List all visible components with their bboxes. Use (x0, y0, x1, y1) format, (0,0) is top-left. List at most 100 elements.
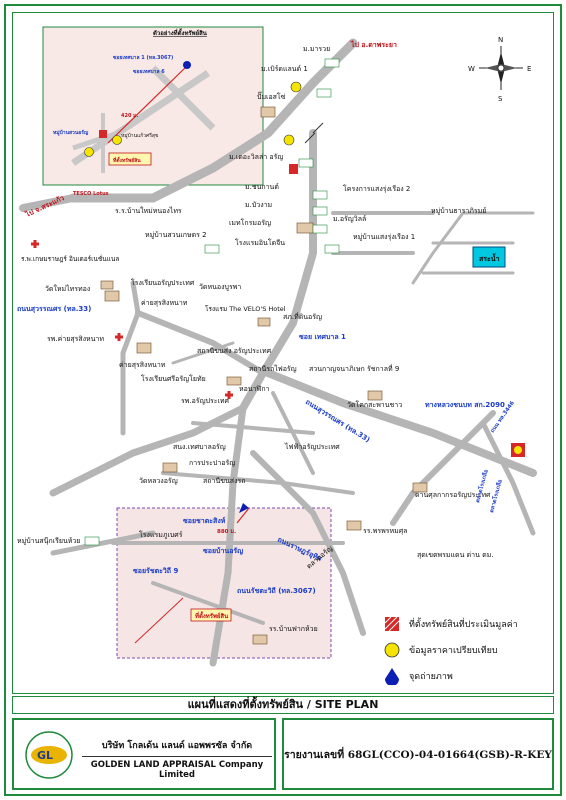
site-plan-map[interactable]: ตัวอย่างที่ตั้งทรัพย์สิน ซอยเทศบาล 1 (ทล… (12, 12, 554, 694)
inset-road-b: ซอยเทศบาล 6 (133, 69, 165, 75)
label-train-station: สถานีรถไฟอรัญ (249, 364, 297, 373)
label-pump: ปั๊มเอสโซ่ (257, 91, 286, 101)
road-network (19, 38, 537, 667)
label-site: ที่ตั้งทรัพย์สิน (195, 610, 229, 620)
report-number-block: รายงานเลขที่ 68GL(CCO)-04-01664(GSB)-R-K… (282, 718, 554, 790)
label-wat-nong: วัดหนองบูรพา (199, 283, 241, 291)
label-wat-mai: วัดใหม่ไทรทอง (45, 284, 90, 293)
legend-item-site: ที่ตั้งทรัพย์สินที่ประเมินมูลค่า (383, 615, 518, 633)
label-distance: 880 ม. (217, 528, 236, 535)
inset-title: ตัวอย่างที่ตั้งทรัพย์สิน (153, 27, 208, 37)
label-hosp-camp: รพ.ค่ายสุรสิงหนาท (47, 335, 104, 343)
label-soi-chat: ซอยชาตะสิงห์ (183, 516, 226, 525)
label-aranya-school: โรงเรียนอรัญประเทศ (131, 278, 195, 287)
label-bird-land: ม.เบิร์ดแลนด์ 1 (261, 65, 308, 73)
label-wat-luang: วัดหลวงอรัญ (139, 477, 178, 485)
label-gas: สถานีขนส่งรถ (203, 477, 246, 485)
comparable-marker-4[interactable] (290, 81, 302, 93)
legend-label-comparable: ข้อมูลราคาเปรียบเทียบ (409, 646, 498, 656)
label-velo-hotel: โรงแรม The VELO'S Hotel (205, 305, 286, 313)
label-soi-chatawithi: ซอยรัชตะวิถี 9 (133, 567, 178, 575)
label-soi-ban-aran: ซอยบ้านอรัญ (203, 546, 243, 555)
label-buangam: ม.บัวงาม (245, 201, 272, 209)
label-hotel-aran: โรงแรมภูเบศร์ (139, 530, 183, 539)
label-camp-sura-2: ค่ายสุรสิงหนาท (119, 361, 166, 369)
legend-item-comparable: ข้อมูลราคาเปรียบเทียบ (383, 641, 498, 659)
hospital-cross-camp (115, 333, 123, 341)
label-police: สภ.ที่ดินอรัญ (283, 312, 322, 321)
hospital-cross-kasem (31, 240, 39, 248)
site-label-box (190, 608, 232, 622)
label-thanon-chatawithi: ถนนรัชตะวิถี (ทล.3067) (237, 587, 316, 595)
label-aranyavilla: ม.อรัญวิลล์ (333, 215, 366, 223)
legend-label-photo: จุดถ่ายภาพ (409, 672, 453, 682)
inset-distance: 420 ม. (121, 113, 138, 119)
label-ban-mai-school: ร.ร.บ้านใหม่หนองไทร (115, 206, 182, 215)
label-thanon-suwannason: ถนนสุวรรณศร (ทล.33) (17, 305, 91, 313)
svg-text:GL: GL (37, 749, 53, 762)
label-park: สวนกาญจนาภิเษก รัชกาลที่ 9 (309, 364, 399, 373)
label-bus-station: สถานีขนส่ง อรัญประเทศ (197, 347, 272, 355)
comparable-circle-icon (384, 642, 400, 658)
legend-item-photo: จุดถ่ายภาพ (383, 667, 453, 685)
distance-line (134, 597, 184, 644)
compass-rose: N S E W (468, 36, 531, 103)
label-hotel-inter: โรงแรมอินโดจีน (235, 238, 285, 247)
label-electric: ไฟฟ้าอรัญประเทศ (284, 442, 340, 451)
border-marker-inner (514, 446, 522, 454)
map-caption: แผนที่แสดงที่ตั้งทรัพย์สิน / SITE PLAN (12, 696, 554, 714)
pool-box (472, 246, 506, 268)
company-block: GL บริษัท โกลเด้น แลนด์ แอพพรซัล จำกัด G… (12, 718, 276, 790)
label-saeng-1: หมู่บ้านแสงรุ่งเรือง 1 (353, 233, 415, 241)
building-icons (100, 106, 428, 645)
pool-label: สระน้ำ (479, 252, 500, 263)
inset-map: ตัวอย่างที่ตั้งทรัพย์สิน ซอยเทศบาล 1 (ทล… (42, 26, 264, 186)
photo-point-icon (385, 668, 399, 685)
label-thesaba-villa: ม.เดอะวิลล่า อรัญ (229, 153, 283, 161)
inset-site: ที่ตั้งทรัพย์สิน (113, 155, 141, 164)
inset-road-c: หมู่บ้านสวนอรัญ (53, 129, 89, 137)
compass-w: W (468, 65, 475, 73)
comparable-marker-3[interactable] (283, 134, 295, 146)
photo-point-marker[interactable] (239, 503, 249, 513)
compass-e: E (527, 65, 531, 73)
hospital-cross-aran (225, 391, 233, 399)
site-pointer (236, 507, 250, 524)
report-number: รายงานเลขที่ 68GL(CCO)-04-01664(GSB)-R-K… (284, 748, 552, 761)
site-marker-upper[interactable] (289, 164, 298, 174)
label-to-ta-phraya: ไป อ.ตาพระยา (350, 40, 397, 49)
label-kasem-hospital: ร.พ.เกษมราษฎร์ อินเตอร์เนชั่นแนล (21, 254, 119, 263)
label-camp-sura: ค่ายสุรสิงหนาท (141, 299, 188, 307)
company-name-th: บริษัท โกลเด้น แลนด์ แอพพรซัล จำกัด (101, 741, 253, 751)
inset-market: หมู่บ้านแก้วศรีสุข (121, 132, 158, 139)
site-marker-icon (384, 616, 400, 632)
label-soi-thesaba: ซอย เทศบาล 1 (299, 333, 346, 341)
company-name-en: GOLDEN LAND APPRAISAL Company Limited (82, 756, 272, 780)
label-metro: เมทโกรมอรัญ (229, 218, 271, 227)
railway-marks (304, 122, 324, 144)
label-ban-suan: หมู่บ้านสนุ๊กเรียนห้วย (17, 537, 80, 545)
label-suan-kaset: หมู่บ้านสวนเกษตร 2 (145, 231, 207, 239)
label-checkpoint: สุดเขตพรมแดน ด่าน ตม. (417, 551, 493, 559)
village-icons (84, 58, 340, 546)
label-school-sri: โรงเรียนศรีอรัญโยทัย (141, 374, 206, 383)
map-canvas[interactable]: ตัวอย่างที่ตั้งทรัพย์สิน ซอยเทศบาล 1 (ทล… (13, 13, 554, 694)
label-municipal: สนง.เทศบาลอรัญ (173, 443, 226, 451)
label-wat-khok: วัดโคกสะพานชาว (347, 400, 402, 409)
label-post: การประปาอรัญ (189, 459, 235, 467)
label-rong-rian-phrao: รร.พรพรหมศุล (363, 527, 407, 535)
compass-s: S (498, 95, 503, 103)
inset-road-a: ซอยเทศบาล 1 (ทล.3067) (113, 55, 173, 61)
label-project-saeng: โครงการแสงรุ่งเรือง 2 (343, 184, 410, 193)
page-frame (4, 4, 562, 796)
label-chonkan: ม.ชนกานต์ (245, 183, 279, 191)
label-clock: หอนาฬิกา (239, 385, 270, 393)
label-tesco: TESCO Lotus (73, 191, 109, 197)
label-school-ban: รร.บ้านฟากห้วย (269, 625, 318, 633)
map-legend: ที่ตั้งทรัพย์สินที่ประเมินมูลค่า ข้อมูลร… (373, 605, 553, 693)
compass-n: N (498, 36, 503, 44)
label-hospital-aran: รพ.อรัญประเทศ (181, 397, 229, 405)
company-logo-icon: GL (25, 731, 73, 779)
label-to-khlong: ทางหลวงชนบท สก.2090 (425, 401, 505, 409)
legend-label-site: ที่ตั้งทรัพย์สินที่ประเมินมูลค่า (409, 620, 518, 630)
